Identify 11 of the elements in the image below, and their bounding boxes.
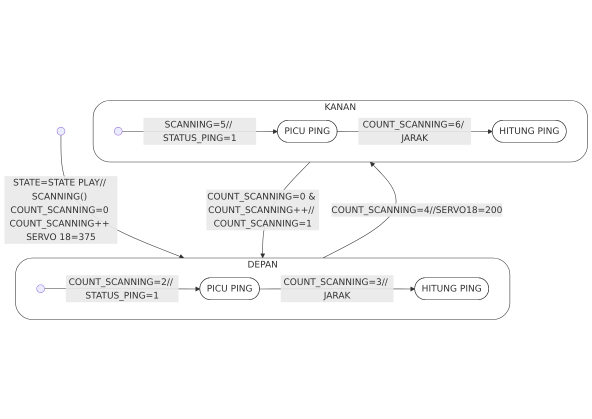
edge-label: COUNT_SCANNING=6/ JARAK	[362, 118, 464, 143]
edge-label: COUNT_SCANNING=3// JARAK	[284, 276, 388, 300]
edge-label: COUNT_SCANNING=0 & COUNT_SCANNING++// COUNT_SCANNING=1	[207, 190, 316, 228]
node-circle	[36, 284, 45, 292]
edge-label: STATE=STATE PLAY// SCANNING() COUNT_SCANNING=0 COUNT_SCANNING++ SERVO 18=375	[9, 176, 110, 242]
edge-label: SCANNING=5// STATUS_PING=1	[163, 118, 237, 143]
arrow	[322, 161, 396, 258]
node-circle	[114, 126, 122, 135]
edge-label: COUNT_SCANNING=4//SERVO18=200	[331, 204, 502, 215]
edge-label: COUNT_SCANNING=2// STATUS_PING=1	[68, 276, 173, 300]
node-circle	[56, 126, 66, 135]
